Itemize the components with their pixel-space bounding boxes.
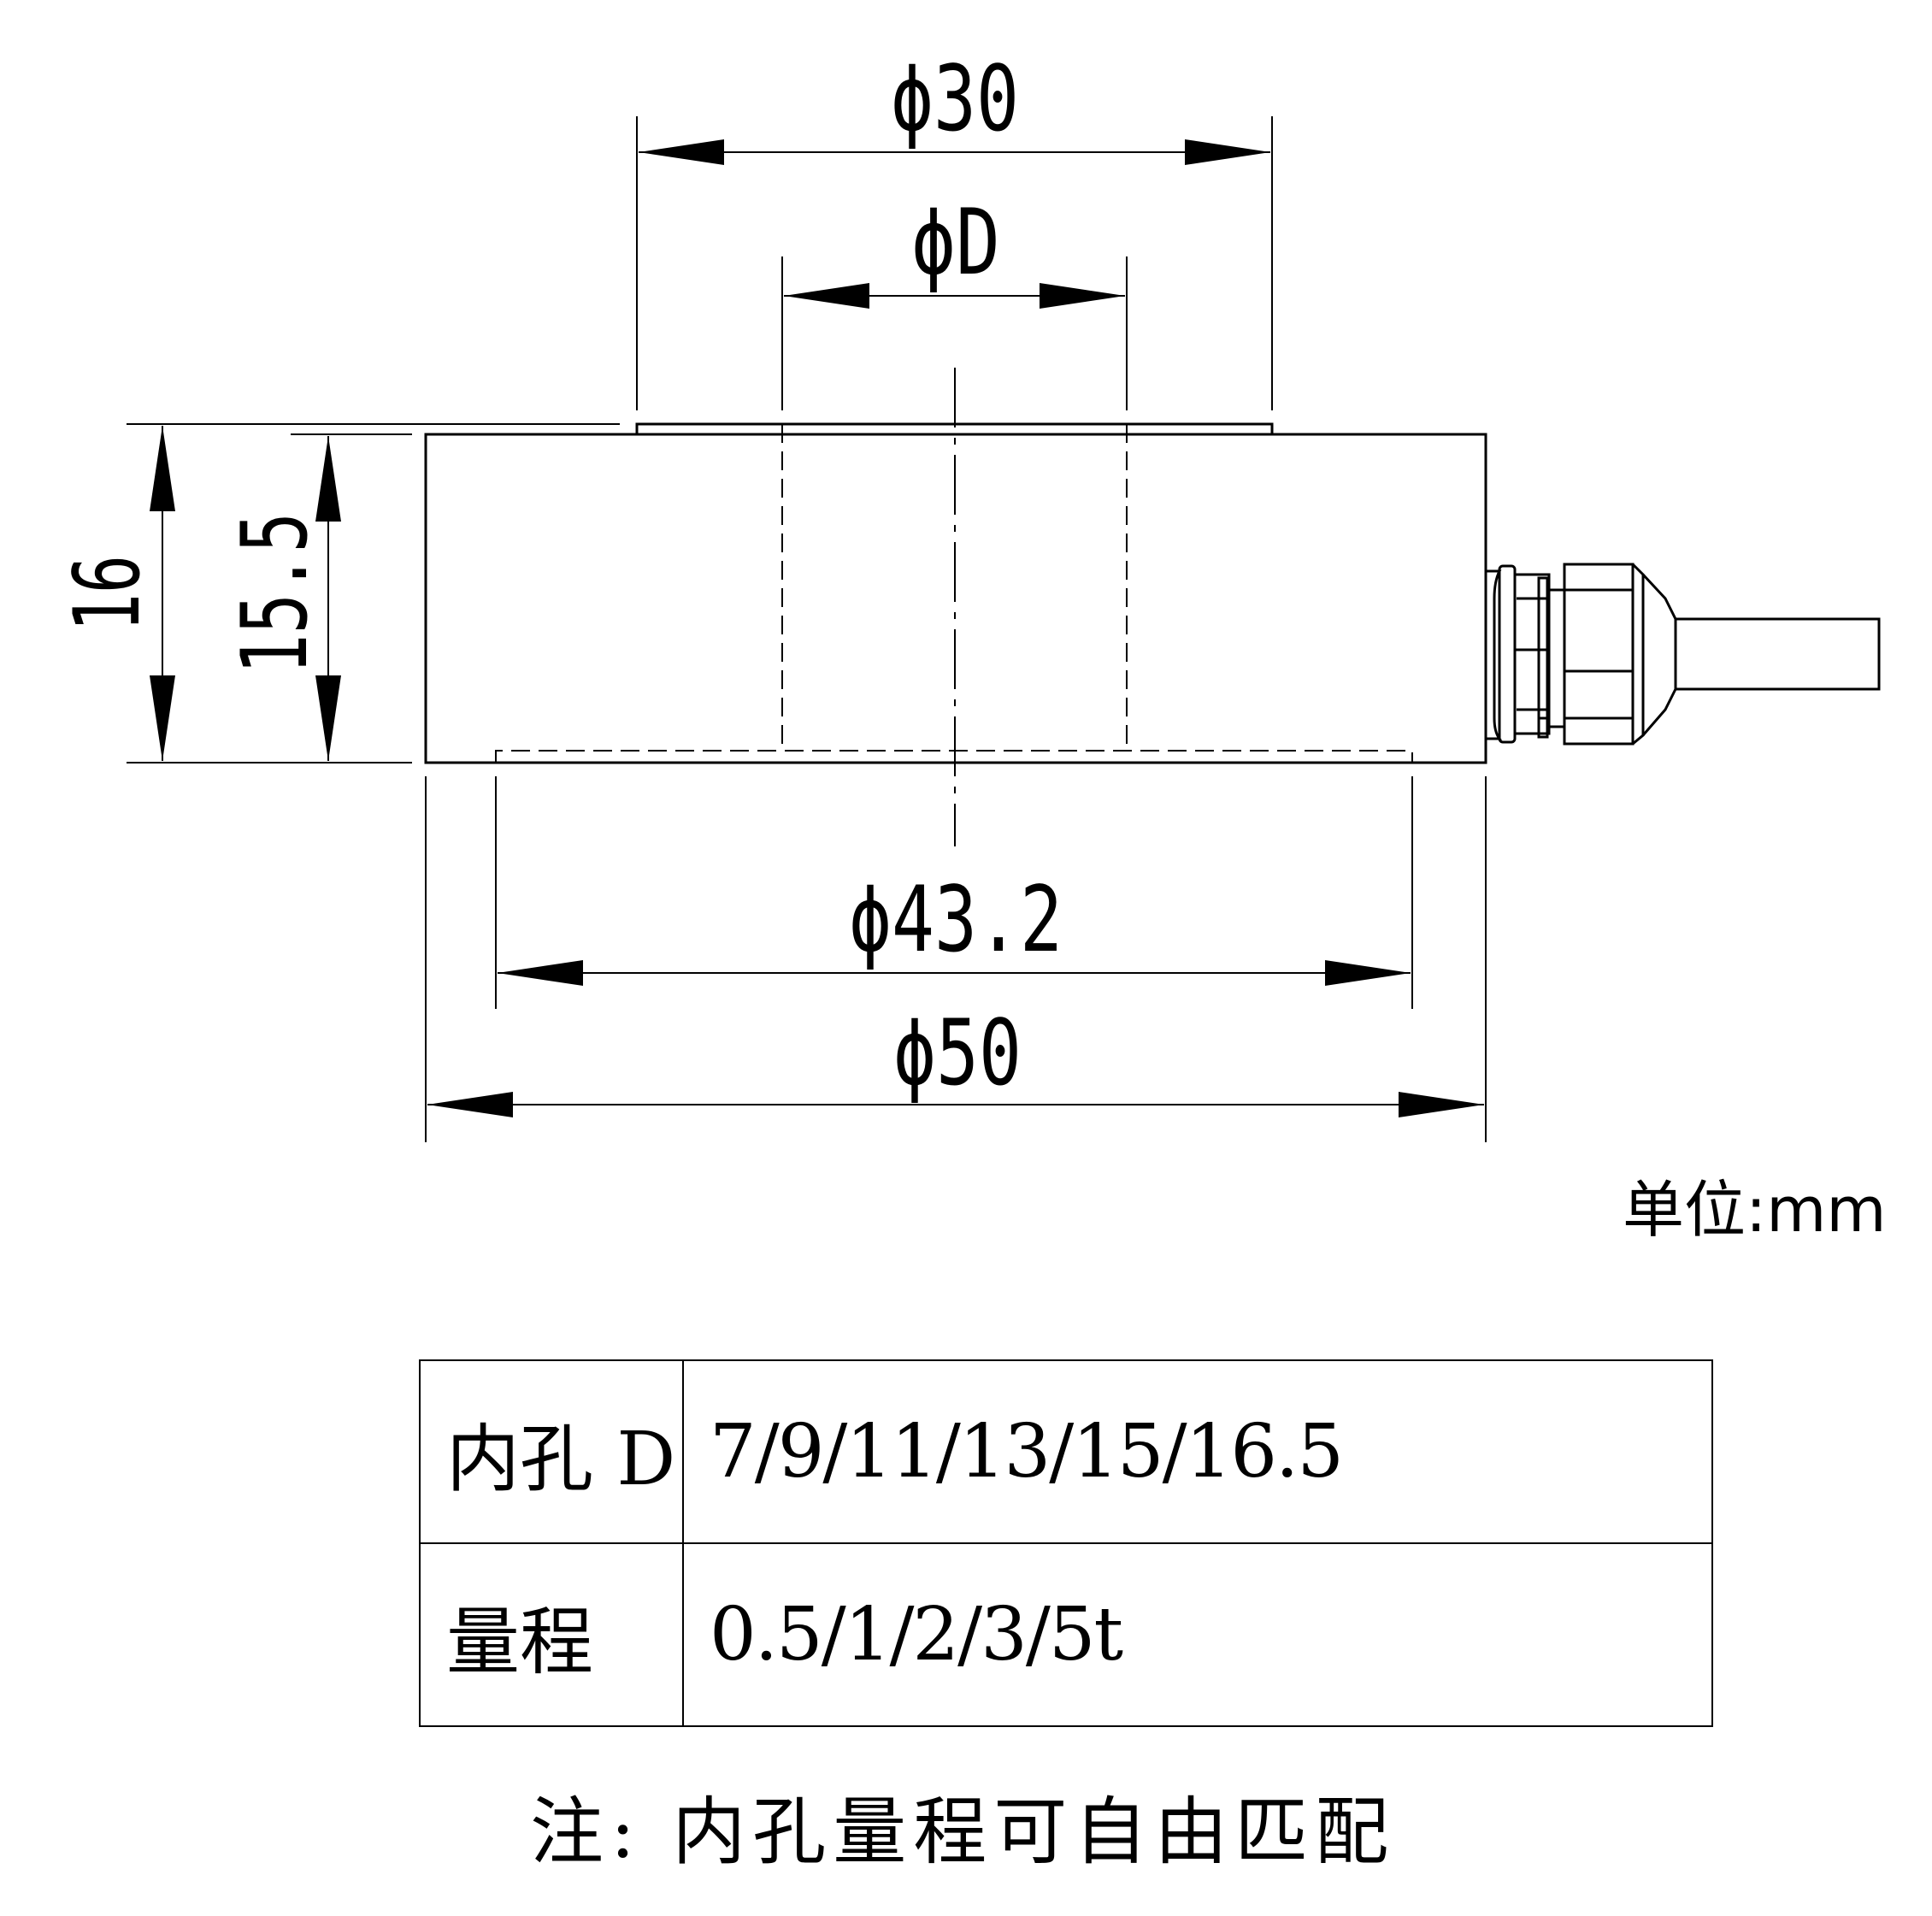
table-row: 量程 0.5/1/2/3/5t: [419, 1542, 1713, 1727]
table-row: 内孔 D 7/9/11/13/15/16.5: [419, 1359, 1713, 1544]
dim-label-bottom-inner: ϕ43.2: [849, 867, 1063, 972]
spec-key-inner-hole: 内孔 D: [419, 1359, 684, 1544]
spec-value-inner-hole: 7/9/11/13/15/16.5: [682, 1359, 1713, 1544]
dim-bottom-inner: ϕ43.2: [495, 776, 1413, 1009]
spec-value-range: 0.5/1/2/3/5t: [682, 1542, 1713, 1727]
spec-table: 内孔 D 7/9/11/13/15/16.5 量程 0.5/1/2/3/5t: [419, 1359, 1713, 1727]
dim-label-total-height: 16: [55, 555, 160, 632]
dim-top-outer: ϕ30: [636, 46, 1273, 410]
dim-label-top-outer: ϕ30: [891, 46, 1019, 151]
dim-inner-hole: ϕD: [781, 190, 1128, 410]
footnote: 注: 内孔量程可自由匹配: [530, 1789, 1396, 1875]
spec-key-range: 量程: [419, 1542, 684, 1727]
dim-bottom-outer: ϕ50: [425, 776, 1487, 1142]
dim-label-bottom-outer: ϕ50: [893, 1000, 1022, 1105]
unit-label: 单位:mm: [1623, 1174, 1887, 1246]
dim-label-inner-hole: ϕD: [911, 190, 1000, 295]
cable-gland: [1486, 563, 1881, 746]
dim-body-height: 15.5: [222, 433, 412, 761]
dim-total-height: 16: [55, 423, 620, 763]
dim-label-body-height: 15.5: [222, 512, 327, 675]
